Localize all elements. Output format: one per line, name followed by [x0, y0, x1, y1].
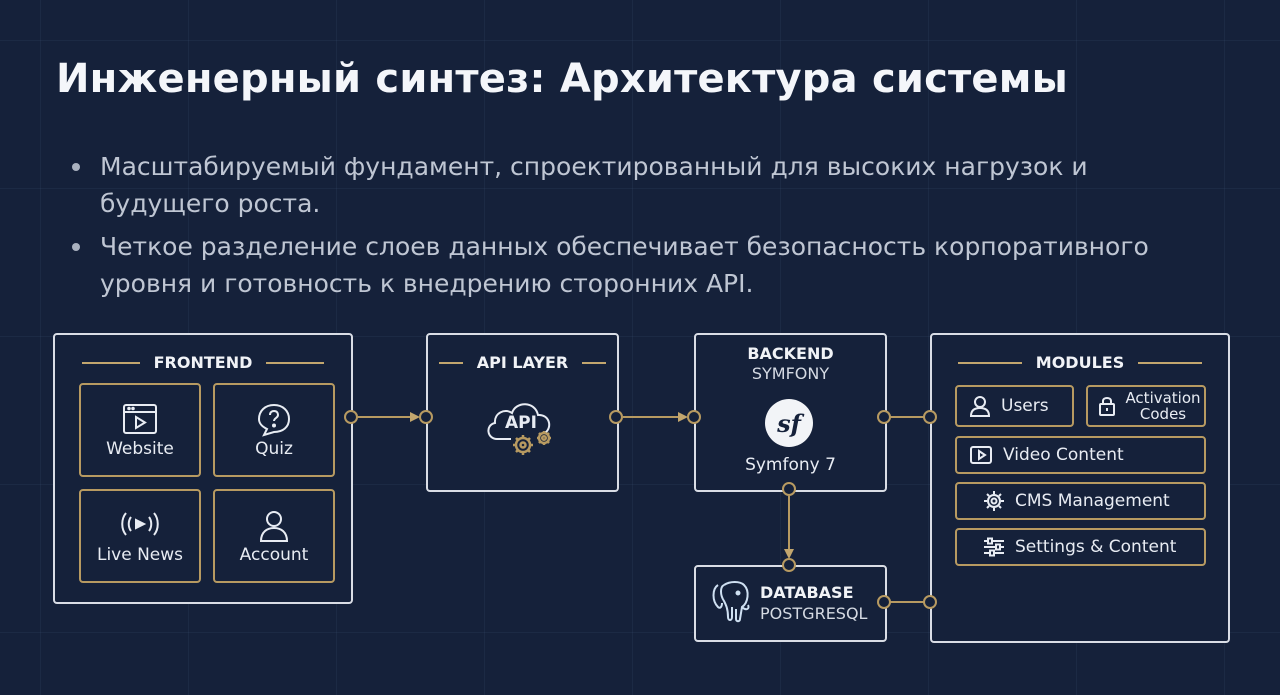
module-label: Activation Codes [1125, 389, 1201, 423]
tile-account[interactable]: Account [213, 489, 335, 583]
modules-panel: MODULES Users Activation Codes Video Con… [930, 333, 1230, 643]
database-subheader: POSTGRESQL [760, 604, 868, 623]
tile-label: Quiz [255, 439, 293, 459]
module-label: Users [1001, 396, 1049, 416]
frontend-header: FRONTEND [153, 352, 253, 372]
module-cms-management[interactable]: CMS Management [955, 482, 1206, 520]
connector-dot [877, 595, 891, 609]
browser-icon [81, 403, 199, 435]
module-label: Settings & Content [1015, 537, 1177, 557]
broadcast-icon [81, 509, 199, 539]
api-layer-panel: API LAYER API [426, 333, 619, 492]
sliders-icon [983, 537, 1005, 557]
backend-header: BACKEND [747, 344, 834, 363]
connector-dot [923, 595, 937, 609]
bullet-item: Четкое разделение слоев данных обеспечив… [70, 228, 1200, 302]
tile-label: Live News [96, 545, 184, 565]
connector-dot [923, 410, 937, 424]
module-settings-content[interactable]: Settings & Content [955, 528, 1206, 566]
gear-icon [983, 490, 1005, 512]
symfony-logo-icon: sf [765, 399, 813, 447]
cloud-gears-icon: API [483, 393, 563, 463]
module-users[interactable]: Users [955, 385, 1074, 427]
backend-label: Symfony 7 [745, 455, 836, 475]
bullet-item: Масштабируемый фундамент, спроектированн… [70, 148, 1200, 222]
postgresql-elephant-icon [710, 579, 752, 629]
module-label: CMS Management [1015, 491, 1170, 511]
connector-dot [782, 558, 796, 572]
user-icon [969, 395, 991, 417]
database-header: DATABASE [760, 583, 854, 602]
modules-header: MODULES [1035, 352, 1125, 372]
tile-live-news[interactable]: Live News [79, 489, 201, 583]
database-panel: DATABASE POSTGRESQL [694, 565, 887, 642]
cloud-label: API [505, 413, 537, 433]
tile-label: Website [106, 439, 174, 459]
connector-dot [782, 482, 796, 496]
connector-dot [419, 410, 433, 424]
backend-panel: BACKEND SYMFONY sf Symfony 7 [694, 333, 887, 492]
tile-website[interactable]: Website [79, 383, 201, 477]
connector-dot [877, 410, 891, 424]
frontend-panel: FRONTEND Website Quiz [53, 333, 353, 604]
backend-subheader: SYMFONY [751, 364, 830, 383]
slide-title: Инженерный синтез: Архитектура системы [56, 56, 1068, 102]
lock-icon [1098, 395, 1116, 417]
user-icon [215, 509, 333, 543]
connector-dot [687, 410, 701, 424]
bullet-list: Масштабируемый фундамент, спроектированн… [70, 148, 1200, 308]
module-label: Video Content [1003, 445, 1124, 465]
tile-label: Account [239, 545, 309, 565]
video-play-icon [969, 445, 993, 465]
question-bubble-icon [215, 403, 333, 437]
module-activation-codes[interactable]: Activation Codes [1086, 385, 1206, 427]
connector-dot [344, 410, 358, 424]
module-video-content[interactable]: Video Content [955, 436, 1206, 474]
api-layer-header: API LAYER [476, 352, 569, 372]
tile-quiz[interactable]: Quiz [213, 383, 335, 477]
connector-dot [609, 410, 623, 424]
